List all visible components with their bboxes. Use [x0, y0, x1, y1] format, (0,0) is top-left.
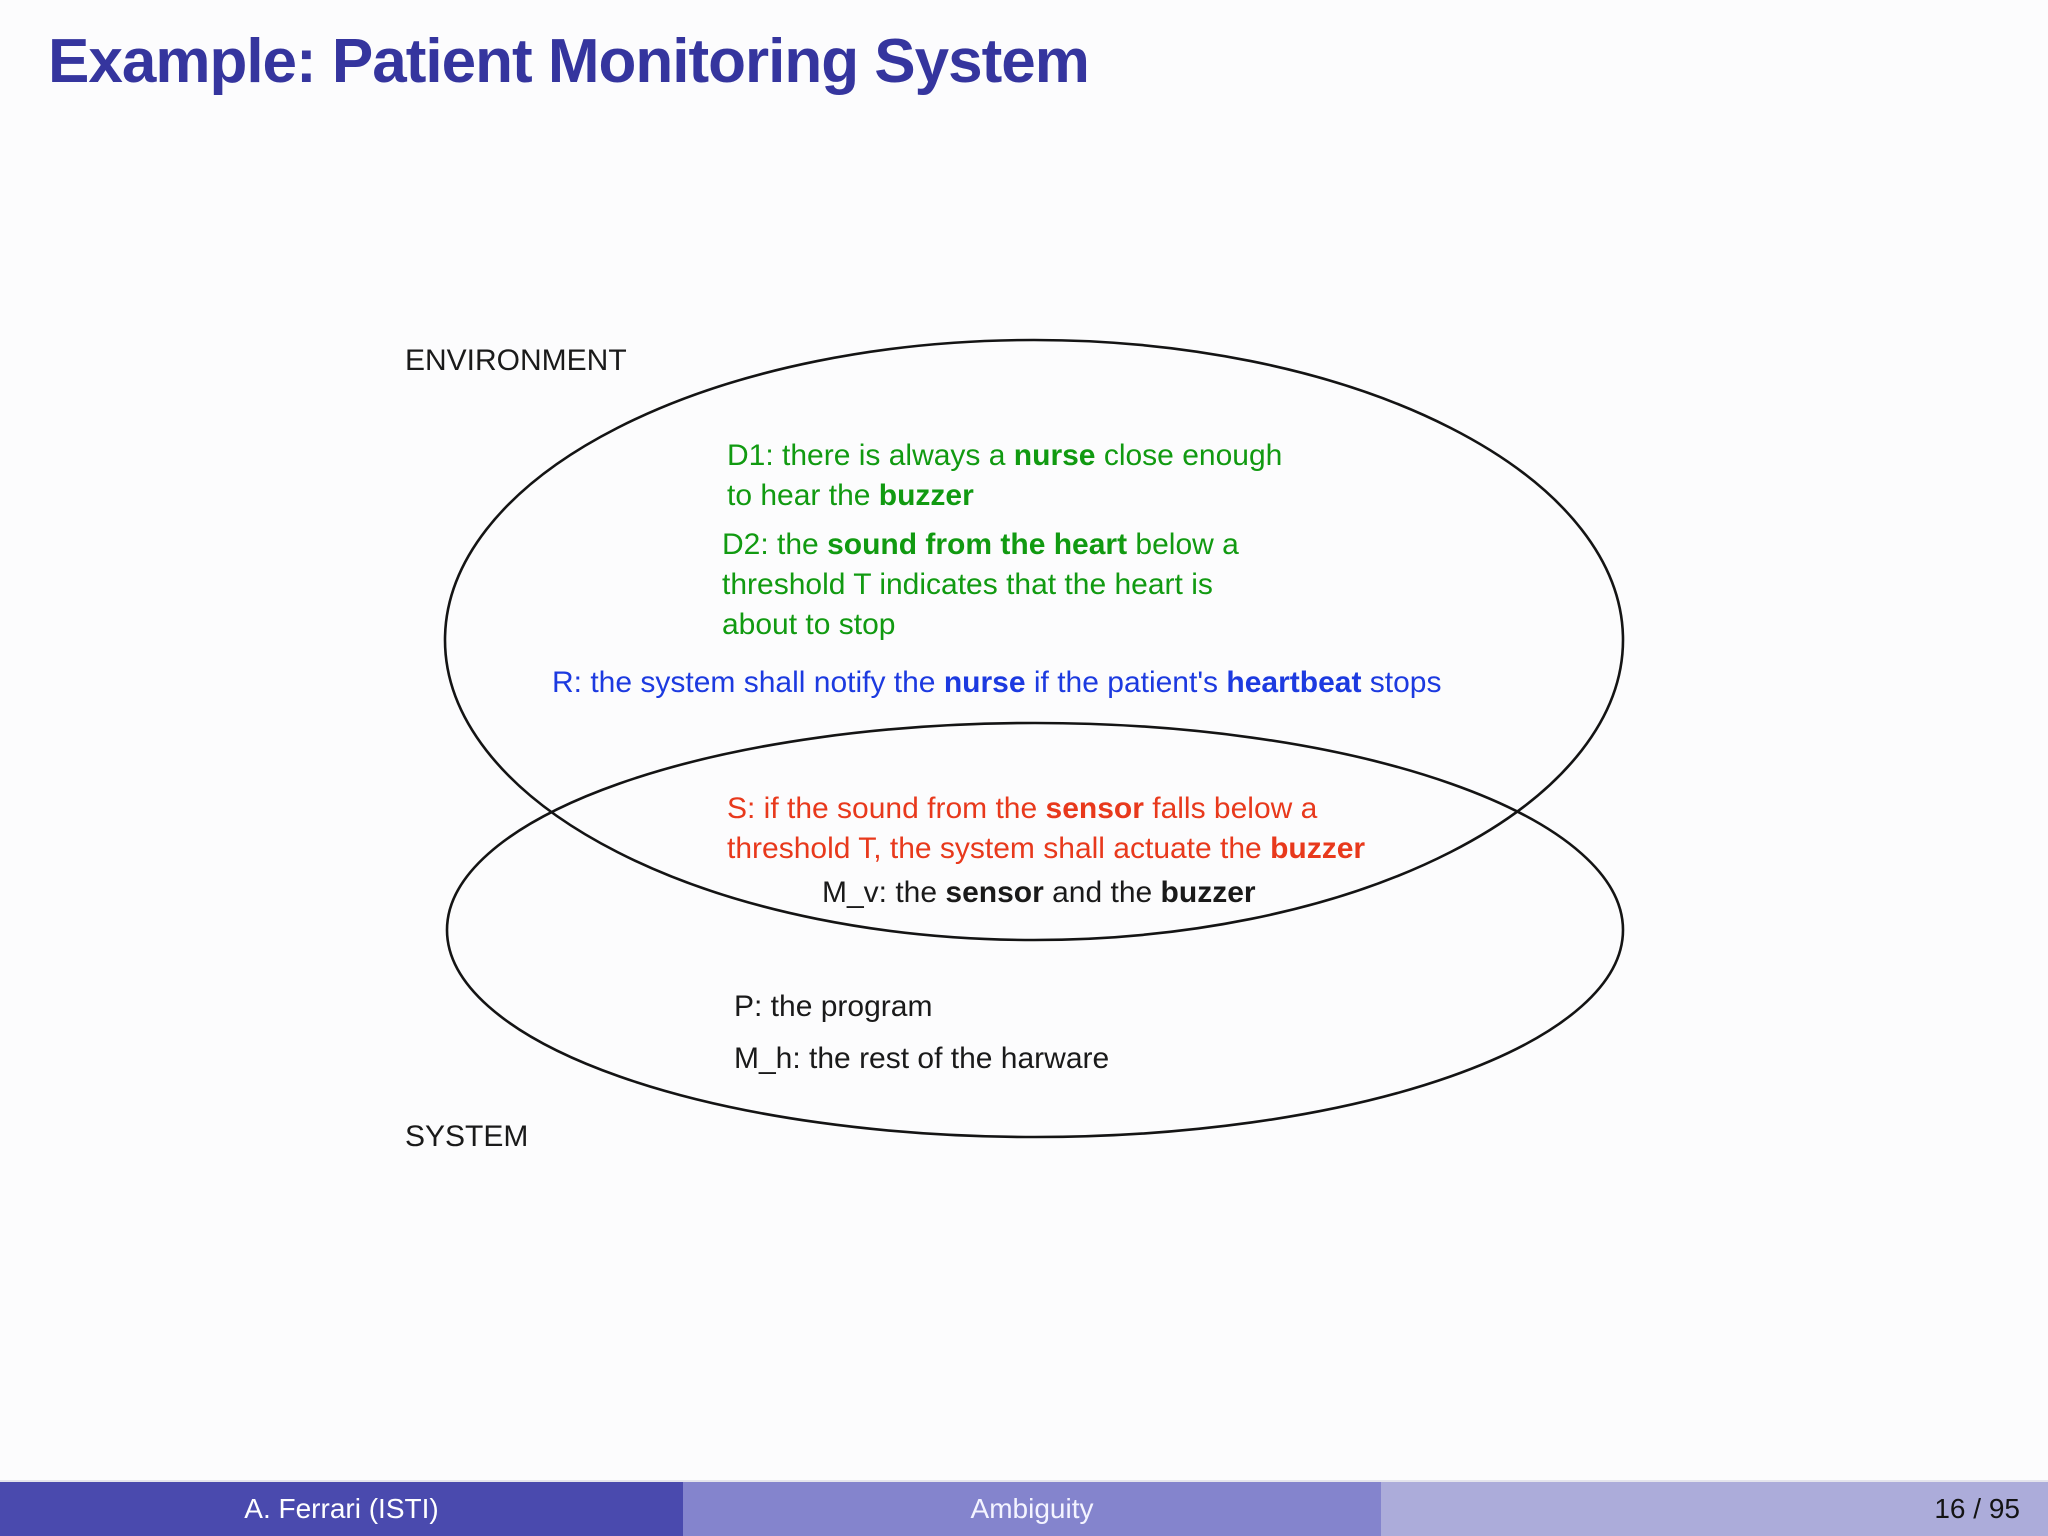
- system-label: SYSTEM: [405, 1120, 529, 1153]
- machine-visible-mv: M_v: the sensor and the buzzer: [822, 876, 1256, 909]
- page-title: Example: Patient Monitoring System: [48, 27, 1090, 96]
- system-ellipse: [445, 721, 1625, 1139]
- footer-bar: A. Ferrari (ISTI) Ambiguity 16 / 95: [0, 1480, 2048, 1536]
- specification-s: S: if the sound from the sensor falls be…: [727, 792, 1366, 865]
- footer-presentation-title: Ambiguity: [683, 1482, 1381, 1536]
- requirement-r: R: the system shall notify the nurse if …: [552, 666, 1442, 699]
- domain-assumption-d1: D1: there is always a nurse close enough…: [727, 439, 1283, 512]
- footer-page-number: 16 / 95: [1381, 1482, 2048, 1536]
- footer-author: A. Ferrari (ISTI): [0, 1482, 683, 1536]
- environment-ellipse: [443, 338, 1625, 942]
- machine-hidden-mh: M_h: the rest of the harware: [734, 1042, 1110, 1075]
- program-p: P: the program: [734, 990, 933, 1023]
- environment-label: ENVIRONMENT: [405, 344, 627, 377]
